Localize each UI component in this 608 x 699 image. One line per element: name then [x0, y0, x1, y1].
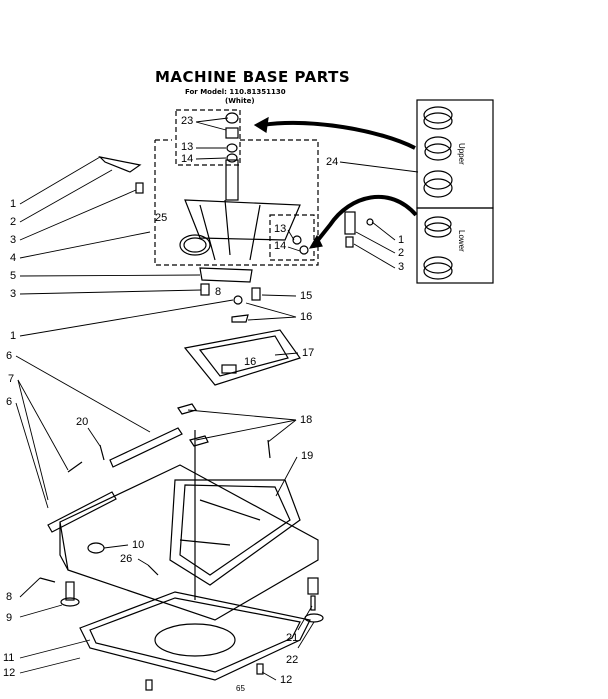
callout-14: 14 — [181, 153, 194, 165]
callout-20: 20 — [76, 416, 89, 428]
callout-16: 16 — [244, 356, 257, 368]
base-pan — [79, 591, 311, 681]
callout-2: 2 — [398, 247, 405, 259]
callout-11: 11 — [3, 652, 15, 664]
callout-3: 3 — [10, 234, 17, 246]
callout-13: 13 — [181, 141, 194, 153]
leader-lines — [15, 117, 419, 681]
callout-17: 17 — [302, 347, 315, 359]
callout-24: 24 — [326, 156, 339, 168]
diagram-title: MACHINE BASE PARTS — [155, 68, 351, 86]
callout-5: 5 — [10, 270, 17, 282]
callout-22: 22 — [286, 654, 299, 666]
upper-label: Upper — [457, 143, 466, 165]
callout-4: 4 — [10, 252, 17, 264]
callout-1: 1 — [10, 330, 17, 342]
inset-arrows — [261, 121, 418, 247]
bracket-and-plate — [183, 267, 301, 386]
callout-2: 2 — [10, 216, 17, 228]
callout-9: 9 — [6, 612, 13, 624]
seal-kit-inset — [416, 99, 494, 284]
callout-3: 3 — [10, 288, 17, 300]
callout-23: 23 — [181, 115, 194, 127]
transmission-spider — [179, 112, 309, 261]
callout-25: 25 — [155, 212, 168, 224]
callout-18: 18 — [300, 414, 313, 426]
machine-base-frame — [59, 430, 319, 621]
footer-code: 65 — [236, 684, 245, 693]
callout-6: 6 — [6, 350, 13, 362]
callout-1: 1 — [398, 234, 405, 246]
callout-3: 3 — [398, 261, 405, 273]
callout-6: 6 — [6, 396, 13, 408]
callout-12: 12 — [3, 667, 16, 679]
color-line: (White) — [225, 97, 255, 105]
rails-and-springs — [47, 403, 271, 533]
callout-8: 8 — [215, 286, 222, 298]
fasteners-upper — [98, 156, 374, 248]
callout-19: 19 — [301, 450, 314, 462]
lower-label: Lower — [457, 230, 466, 252]
model-line: For Model: 110.81351130 — [185, 88, 286, 96]
callout-12: 12 — [280, 674, 293, 686]
upper-assembly-box — [154, 109, 319, 266]
callout-13: 13 — [274, 223, 287, 235]
callout-8: 8 — [6, 591, 13, 603]
callout-7: 7 — [8, 373, 15, 385]
callout-16: 16 — [300, 311, 313, 323]
callout-1: 1 — [10, 198, 17, 210]
callout-26: 26 — [120, 553, 133, 565]
callout-15: 15 — [300, 290, 313, 302]
callout-21: 21 — [286, 632, 299, 644]
callout-10: 10 — [132, 539, 145, 551]
callout-14: 14 — [274, 240, 287, 252]
